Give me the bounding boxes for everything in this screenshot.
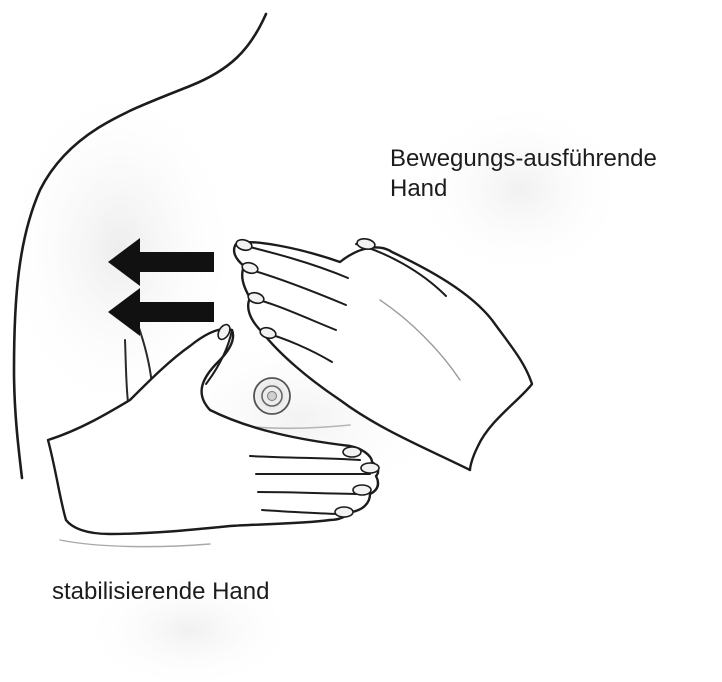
stabilizing-hand-label: stabilisierende Hand	[52, 577, 269, 607]
moving-hand-label-line1: Bewegungs-ausführende	[390, 145, 657, 172]
nipple	[254, 378, 290, 414]
moving-hand-label: Bewegungs-ausführende Hand	[390, 144, 657, 204]
moving-hand-label-line2: Hand	[390, 175, 447, 202]
